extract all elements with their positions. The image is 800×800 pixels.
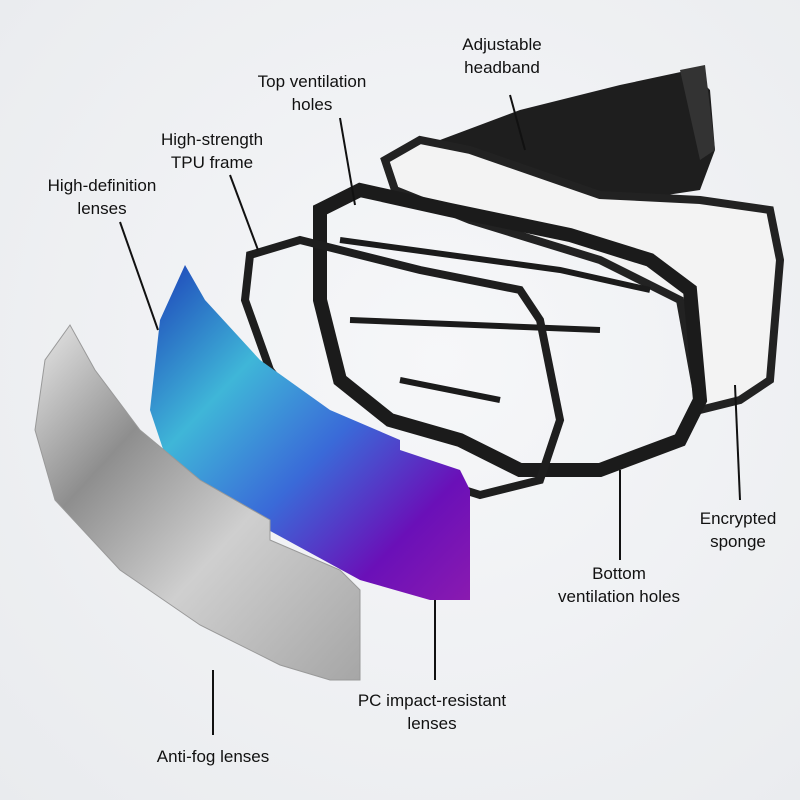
leader-line-top-vent [339,117,356,206]
pc-impact-resistant-lens [150,265,470,600]
label-encrypted-sponge: Encrypted sponge [699,509,777,551]
label-adjustable-headband: Adjustable headband [462,35,542,77]
leader-lines [119,94,741,735]
label-high-definition-lenses: High-definition lenses [47,176,157,218]
label-anti-fog-lenses: Anti-fog lenses [156,747,270,766]
anti-fog-lens [34,324,361,681]
leader-line-headband [509,94,526,151]
sponge [380,135,785,415]
ventilation-ribs [339,237,651,403]
label-bottom-ventilation-holes: Bottom ventilation holes [558,564,680,606]
label-tpu-frame: High-strength TPU frame [160,130,264,172]
headband-buckle [680,65,715,160]
label-pc-impact-resistant-lenses: PC impact-resistant lenses [357,691,507,733]
main-frame [313,182,708,477]
leader-line-hd-lenses [119,221,159,331]
leader-line-sponge [734,384,741,501]
label-top-ventilation-holes: Top ventilation holes [257,72,367,114]
leader-line-tpu-frame [229,174,259,251]
